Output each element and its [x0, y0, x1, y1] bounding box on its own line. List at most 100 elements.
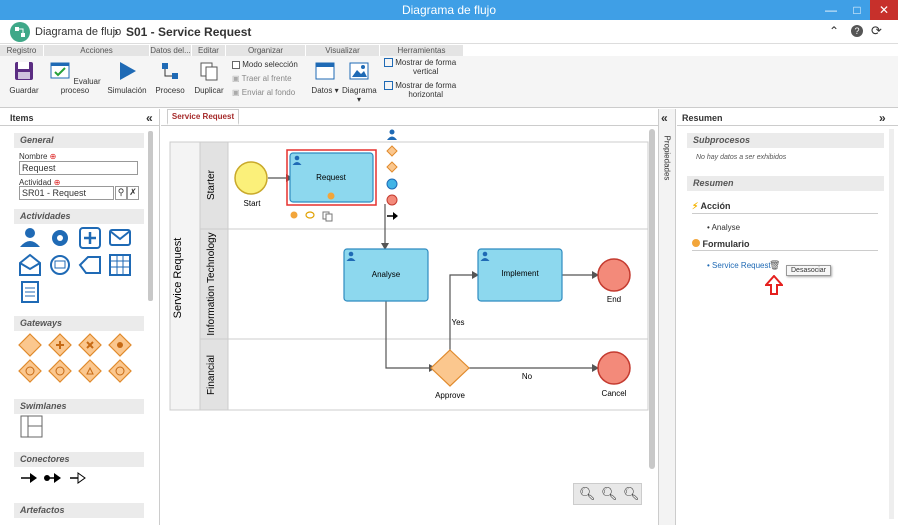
- start-label: Start: [244, 199, 262, 208]
- manual-task-icon[interactable]: [78, 256, 101, 274]
- group-acciones: Acciones: [44, 45, 150, 56]
- user-task-icon: [480, 251, 490, 261]
- swimlane-icon[interactable]: [20, 415, 44, 439]
- tab-service-request[interactable]: Service Request: [167, 109, 239, 125]
- lane-label-starter: Starter: [206, 169, 217, 200]
- activity-label: Actividad ⊕: [19, 178, 61, 187]
- task-implement[interactable]: [477, 248, 563, 302]
- form-quick-icon[interactable]: [290, 211, 298, 219]
- form-marker-icon: [327, 192, 335, 200]
- duplicate-icon: [200, 62, 218, 81]
- duplicate-button[interactable]: Duplicar: [192, 56, 226, 95]
- clear-icon[interactable]: ✗: [127, 186, 139, 200]
- end-event-quick-icon[interactable]: [386, 194, 398, 206]
- message-flow-icon[interactable]: [44, 473, 61, 483]
- chevron-down-icon: ▾: [356, 95, 361, 104]
- action-item: • Analyse: [707, 223, 741, 232]
- group-visualizar: Visualizar: [306, 45, 380, 56]
- view-quick-icon[interactable]: [305, 211, 315, 219]
- refresh-icon[interactable]: ⟳: [871, 23, 882, 38]
- collapse-right-icon[interactable]: »: [879, 111, 886, 125]
- trash-icon[interactable]: 🗑︎: [769, 260, 781, 270]
- bring-front-button[interactable]: ▣ Traer al frente: [232, 74, 292, 83]
- zoom-fit-icon[interactable]: 🔍︎: [623, 486, 640, 501]
- form-item-link[interactable]: • Service Request: [707, 261, 771, 270]
- event-gateway-icon: [18, 359, 42, 383]
- help-icon[interactable]: ?: [851, 25, 863, 37]
- save-button[interactable]: Guardar: [4, 56, 44, 95]
- data-button[interactable]: Datos ▾: [310, 56, 340, 95]
- zoom-out-icon[interactable]: 🔍︎: [579, 486, 596, 501]
- bring-front-icon: ▣: [232, 74, 240, 83]
- image-icon: [349, 62, 369, 80]
- task-request[interactable]: [289, 152, 374, 203]
- gateway-plus-quick-icon[interactable]: [386, 161, 398, 173]
- zoom-toolbar: 🔍︎ 🔍︎ 🔍︎: [573, 483, 642, 505]
- selection-mode-checkbox[interactable]: Modo selección: [232, 59, 298, 71]
- simulate-button[interactable]: Simulación: [106, 56, 148, 95]
- canvas-vertical-scrollbar[interactable]: [649, 129, 655, 469]
- email-task-icon[interactable]: [50, 255, 70, 275]
- section-subprocesses: Subprocesos: [687, 133, 884, 148]
- intermediate-event-quick-icon[interactable]: [386, 178, 398, 190]
- activity-input[interactable]: SR01 - Request: [19, 186, 114, 200]
- diagram-button[interactable]: Diagrama ▾: [342, 56, 377, 104]
- save-icon: [15, 62, 33, 80]
- gateway-approve[interactable]: [430, 349, 470, 387]
- minimize-icon[interactable]: —: [825, 3, 837, 17]
- gateway-approve-label: Approve: [435, 391, 465, 400]
- group-registro: Registro: [0, 45, 44, 56]
- collapse-up-icon[interactable]: ⌃: [829, 24, 840, 38]
- user-task-icon: [292, 155, 302, 165]
- summary-scrollbar[interactable]: [889, 129, 894, 519]
- multi-gateway-icon: [108, 359, 132, 383]
- process-button[interactable]: Proceso: [152, 56, 188, 95]
- zoom-in-icon[interactable]: 🔍︎: [601, 486, 618, 501]
- send-back-icon: ▣: [232, 88, 240, 97]
- arrow-up-icon: [765, 275, 783, 295]
- user-task-icon[interactable]: [20, 228, 40, 247]
- app-name: Diagrama de flujo: [35, 26, 122, 38]
- task-analyse[interactable]: [343, 248, 429, 302]
- end-event[interactable]: [597, 258, 631, 292]
- association-icon[interactable]: [70, 472, 86, 484]
- table-task-icon[interactable]: [109, 254, 131, 276]
- search-icon[interactable]: ⚲: [115, 186, 127, 200]
- send-message-icon[interactable]: [109, 229, 131, 246]
- edge-label-no: No: [522, 372, 533, 381]
- collapse-left-icon[interactable]: «: [146, 111, 153, 125]
- connect-arrow-quick-icon[interactable]: [393, 212, 398, 220]
- task-implement-label: Implement: [501, 269, 539, 278]
- play-icon: [120, 62, 136, 80]
- cancel-event[interactable]: [597, 351, 631, 385]
- maximize-icon[interactable]: □: [853, 3, 861, 17]
- summary-panel: Resumen » Subprocesos No hay datos a ser…: [677, 109, 898, 525]
- sequence-flow-icon[interactable]: [21, 473, 37, 483]
- properties-tab[interactable]: « Propiedades: [658, 109, 676, 525]
- collapse-left-icon[interactable]: «: [661, 111, 668, 125]
- script-task-icon[interactable]: [21, 281, 39, 303]
- receive-message-icon[interactable]: [19, 253, 41, 276]
- start-event[interactable]: [234, 161, 268, 195]
- send-back-button[interactable]: ▣ Enviar al fondo: [232, 88, 296, 97]
- task-request-label: Request: [316, 173, 347, 182]
- required-icon: ⊕: [47, 152, 57, 161]
- edge-approve-implement: [449, 274, 474, 352]
- name-input[interactable]: Request: [19, 161, 138, 175]
- connectors-palette: [21, 472, 86, 484]
- name-label: Nombre ⊕: [19, 152, 57, 161]
- properties-label: Propiedades: [662, 135, 672, 181]
- user-add-quick-icon[interactable]: [387, 129, 397, 141]
- gateway-quick-icon[interactable]: [386, 145, 398, 157]
- items-scrollbar[interactable]: [148, 131, 153, 301]
- subprocess-icon[interactable]: [79, 227, 101, 249]
- close-icon[interactable]: ✕: [870, 0, 898, 20]
- form-heading: Formulario: [692, 239, 750, 249]
- window-title: Diagrama de flujo: [0, 0, 898, 20]
- service-task-icon[interactable]: [52, 230, 68, 246]
- lane-information-technology[interactable]: [227, 228, 649, 340]
- section-gateways: Gateways: [14, 316, 144, 331]
- evaluate-process-button[interactable]: Evaluar proceso: [46, 56, 104, 95]
